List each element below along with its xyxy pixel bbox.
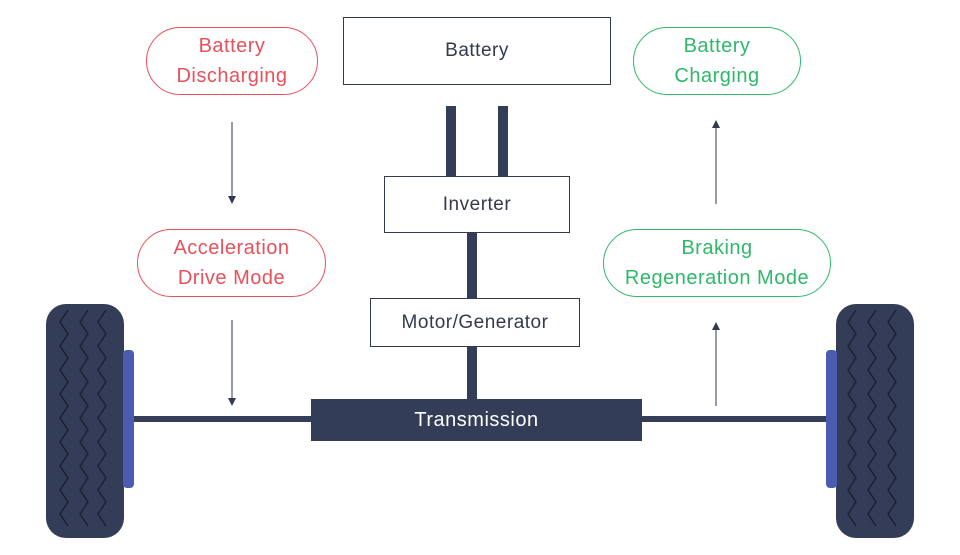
discharging-line2: Discharging [176,65,288,87]
arrow-transmission-to-braking [712,322,720,406]
motor-transmission-connector [467,347,477,399]
transmission-box: Transmission [311,399,642,441]
charging-line2: Charging [674,65,760,87]
battery-box: Battery [343,17,611,85]
battery-discharging-pill: Battery Discharging [146,27,318,95]
inverter-box: Inverter [384,176,570,233]
braking-line1: Braking [681,237,753,259]
battery-terminal-left [446,106,456,176]
battery-label: Battery [445,40,509,61]
acceleration-line1: Acceleration [173,237,290,259]
motor-generator-label: Motor/Generator [401,311,549,333]
acceleration-drive-mode-pill: Acceleration Drive Mode [137,229,326,297]
right-wheel-hub [826,350,837,488]
charging-line1: Battery [683,35,751,57]
left-axle [134,416,314,422]
right-wheel [836,304,914,538]
inverter-motor-connector [467,233,477,298]
left-wheel-hub [123,350,134,488]
arrow-discharging-to-acceleration [228,122,236,204]
inverter-label: Inverter [442,193,512,215]
motor-generator-box: Motor/Generator [370,298,580,347]
arrow-acceleration-to-transmission [228,320,236,406]
right-axle [640,416,830,422]
transmission-label: Transmission [414,408,539,431]
acceleration-line2: Drive Mode [177,267,286,289]
battery-charging-pill: Battery Charging [633,27,801,95]
discharging-line1: Battery [198,35,266,57]
braking-line2: Regeneration Mode [624,267,810,289]
braking-regeneration-mode-pill: Braking Regeneration Mode [603,229,831,297]
arrow-braking-to-charging [712,120,720,204]
left-wheel [46,304,124,538]
battery-terminal-right [498,106,508,176]
